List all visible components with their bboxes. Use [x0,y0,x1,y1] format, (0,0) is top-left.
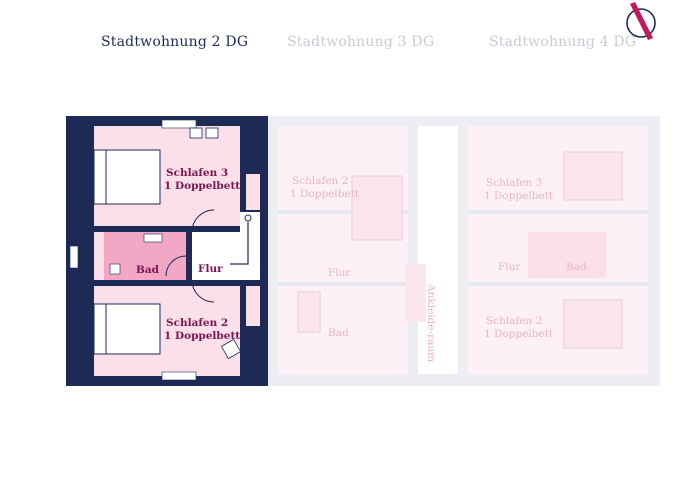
unit4-bad-label: Bad [566,261,587,273]
room-label-bad: Bad [136,264,160,276]
unit3-flur-label: Flur [328,267,351,279]
unit-tabs: Stadtwohnung 2 DG Stadtwohnung 3 DG Stad… [0,34,700,54]
compass-logo-icon [622,0,660,44]
room-bed-schlafen-3: 1 Doppelbett [164,180,240,192]
unit3-bad-label: Bad [328,327,349,339]
room-label-schlafen-3: Schlafen 3 [166,167,228,179]
room-label-schlafen-2: Schlafen 2 [166,317,228,329]
floorplan: Schlafen 2 1 Doppelbett Flur Bad Ankleid… [66,114,660,386]
floorplan-unit-4-faded [468,126,648,374]
unit4-schlafen3-label: Schlafen 3 [486,177,542,189]
unit4-schlafen2-bed: 1 Doppelbett [484,328,554,340]
floorplan-unit-2-active[interactable] [66,116,268,386]
unit4-schlafen3-bed: 1 Doppelbett [484,190,554,202]
unit4-schlafen2-label: Schlafen 2 [486,315,542,327]
tab-stadtwohnung-2-dg[interactable]: Stadtwohnung 2 DG [101,34,249,50]
tab-stadtwohnung-4-dg[interactable]: Stadtwohnung 4 DG [489,34,637,50]
tab-stadtwohnung-3-dg[interactable]: Stadtwohnung 3 DG [287,34,435,50]
room-label-flur: Flur [198,263,223,275]
unit3-schlafen2-label: Schlafen 2 [292,175,348,187]
room-bed-schlafen-2: 1 Doppelbett [164,330,240,342]
unit3-ankleide-label: Ankleide-raum [425,283,437,362]
unit3-schlafen2-bed: 1 Doppelbett [290,188,360,200]
unit4-flur-label: Flur [498,261,521,273]
